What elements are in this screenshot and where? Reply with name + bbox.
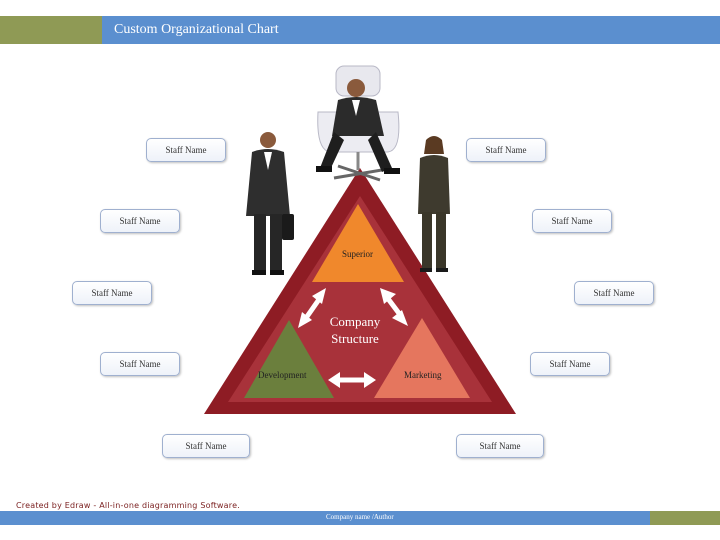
footer-credit: Created by Edraw - All-in-one diagrammin… xyxy=(16,501,240,510)
staff-box[interactable]: Staff Name xyxy=(100,352,180,376)
staff-box[interactable]: Staff Name xyxy=(162,434,250,458)
footer-company: Company name /Author xyxy=(326,513,394,521)
staff-box[interactable]: Staff Name xyxy=(574,281,654,305)
footer-accent xyxy=(650,511,720,525)
staff-box[interactable]: Staff Name xyxy=(456,434,544,458)
staff-box[interactable]: Staff Name xyxy=(72,281,152,305)
company-structure-label: Company Structure xyxy=(306,313,404,347)
development-label: Development xyxy=(258,370,307,380)
businesswoman-icon xyxy=(418,136,450,272)
staff-box[interactable]: Staff Name xyxy=(466,138,546,162)
footer-bar xyxy=(0,511,650,525)
staff-box[interactable]: Staff Name xyxy=(100,209,180,233)
staff-box[interactable]: Staff Name xyxy=(146,138,226,162)
staff-box[interactable]: Staff Name xyxy=(530,352,610,376)
center-label-line1: Company xyxy=(306,313,404,330)
center-label-line2: Structure xyxy=(306,330,404,347)
businessman-icon xyxy=(246,132,294,275)
marketing-label: Marketing xyxy=(404,370,442,380)
superior-label: Superior xyxy=(342,249,373,259)
staff-box[interactable]: Staff Name xyxy=(532,209,612,233)
executive-in-chair-icon xyxy=(316,66,400,180)
